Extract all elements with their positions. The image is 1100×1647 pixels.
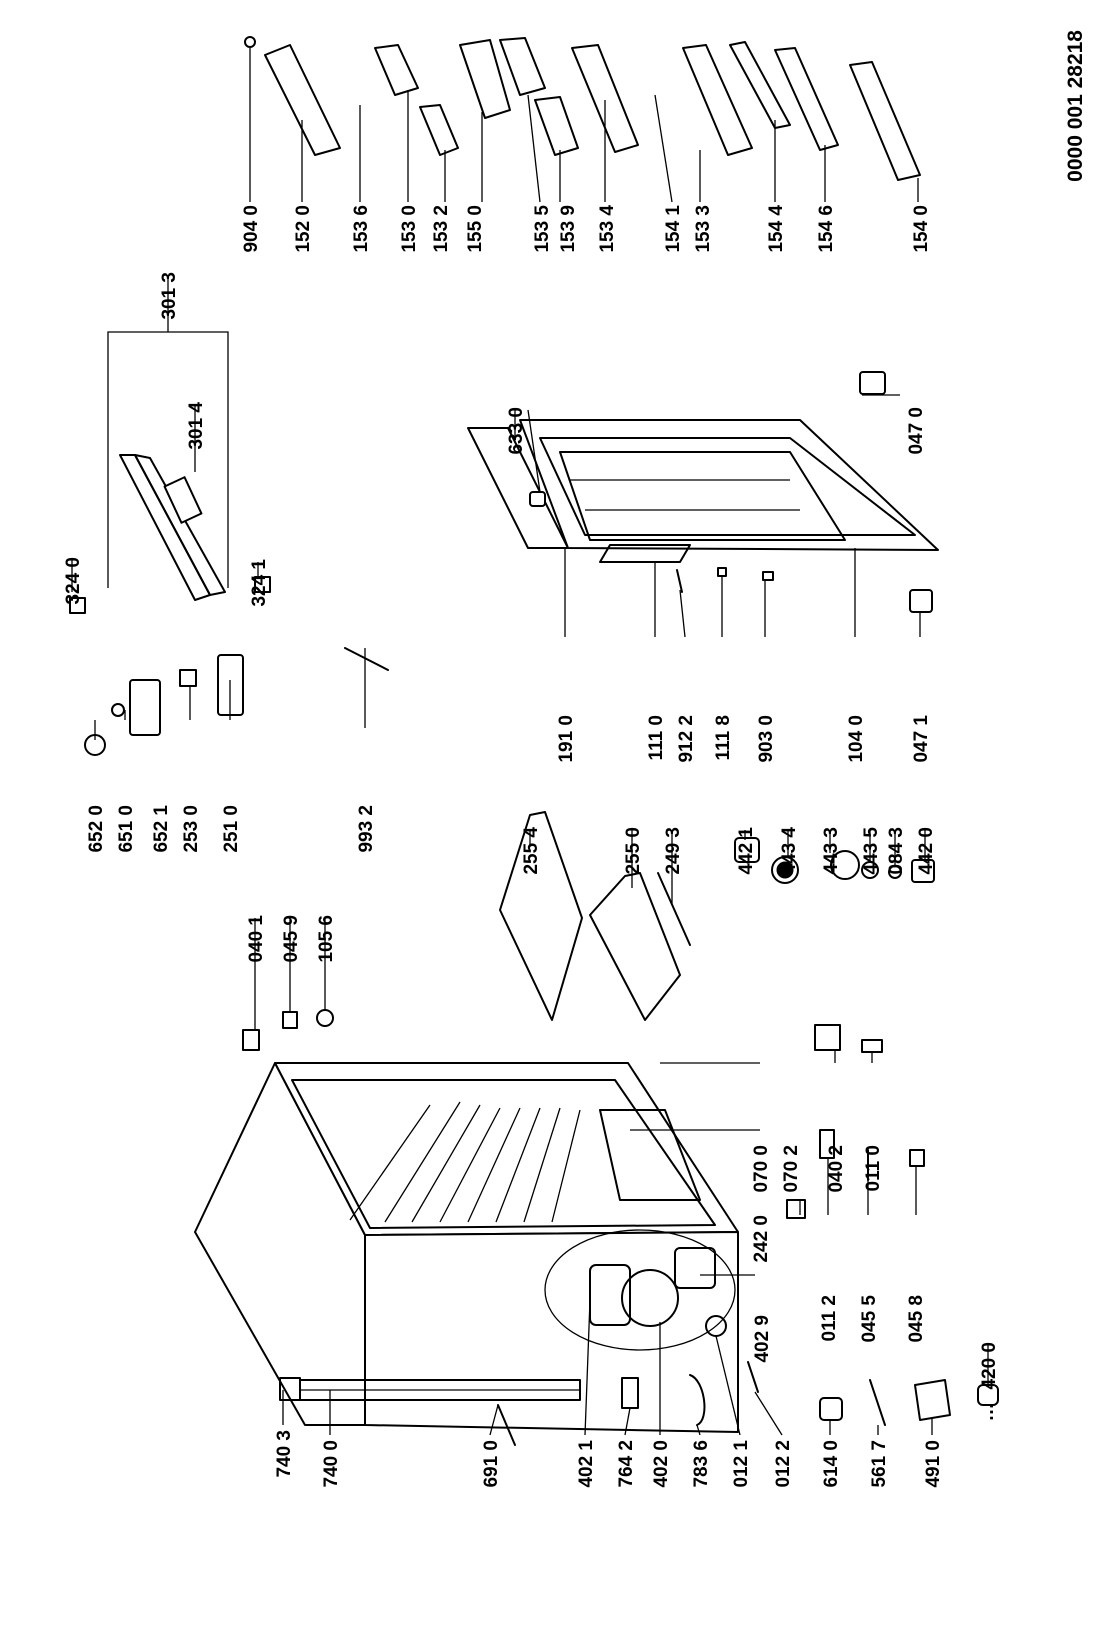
door-bins: [244, 36, 921, 181]
label-0401: 040 1: [246, 915, 267, 963]
leader-lines: [71, 48, 989, 1436]
label-1118: 111 8: [713, 715, 734, 760]
label-6520: 652 0: [86, 805, 107, 853]
label-1110: 111 0: [646, 715, 667, 760]
label-7642: 764 2: [616, 1440, 637, 1488]
label-0121: 012 1: [731, 1440, 752, 1488]
label-1536: 153 6: [351, 205, 372, 253]
label-0122: 012 2: [773, 1440, 794, 1488]
label-6910: 691 0: [481, 1440, 502, 1488]
label-6510: 651 0: [116, 805, 137, 853]
small-parts: [69, 371, 999, 1446]
label-4910: 491 0: [923, 1440, 944, 1488]
label-0843: 084 3: [886, 827, 907, 875]
label-1535: 153 5: [532, 205, 553, 253]
label-4433: 443 3: [821, 827, 842, 875]
label-1534: 153 4: [597, 205, 618, 253]
label-2420: 242 0: [751, 1215, 772, 1263]
label-1532: 153 2: [431, 205, 452, 253]
label-4434: 443 4: [779, 827, 800, 875]
label-1541: 154 1: [663, 205, 684, 253]
label-0470: 047 0: [906, 407, 927, 455]
label-2530: 253 0: [181, 805, 202, 853]
label-1530: 153 0: [399, 205, 420, 253]
label-7400: 740 0: [321, 1440, 342, 1488]
label-0402: 040 2: [826, 1145, 847, 1193]
label-1533: 153 3: [693, 205, 714, 253]
label-2550: 255 0: [623, 827, 644, 875]
label-0471: 047 1: [911, 715, 932, 763]
label-7403: 740 3: [274, 1430, 295, 1478]
label-0702: 070 2: [781, 1145, 802, 1193]
part-labels: 904 0 152 0 153 6 153 0 153 2 155 0 153 …: [63, 205, 1000, 1488]
label-1544: 154 4: [766, 205, 787, 253]
label-4020: 402 0: [651, 1440, 672, 1488]
label-0700: 070 0: [751, 1145, 772, 1193]
label-1040: 104 0: [846, 715, 867, 763]
label-9122: 912 2: [676, 715, 697, 763]
label-0455: 045 5: [859, 1295, 880, 1343]
label-4420: 442 0: [916, 827, 937, 875]
label-1546: 154 6: [816, 205, 837, 253]
label-4421: 442 1: [736, 827, 757, 875]
top-cover: [119, 454, 226, 601]
label-1520: 152 0: [293, 205, 314, 253]
label-0459: 045 9: [281, 915, 302, 963]
label-6521: 652 1: [151, 805, 172, 853]
label-0110: 011 0: [863, 1145, 884, 1192]
label-9030: 903 0: [756, 715, 777, 763]
label-3241: 324 1: [249, 559, 270, 607]
label-2554: 255 4: [521, 827, 542, 875]
label-4029: 402 9: [752, 1315, 773, 1363]
label-1910: 191 0: [556, 715, 577, 763]
label-7836: 783 6: [691, 1440, 712, 1488]
fridge-cabinet: [194, 1062, 739, 1433]
label-0112: 011 2: [819, 1295, 840, 1342]
label-4021: 402 1: [576, 1440, 597, 1488]
label-2510: 251 0: [221, 805, 242, 853]
label-4200: 420 0: [979, 1342, 1000, 1390]
label-3240: 324 0: [63, 557, 84, 605]
door: [467, 419, 939, 563]
label-6330: 633 0: [506, 407, 527, 455]
label-2493: 249 3: [663, 827, 684, 875]
glass-shelves: [499, 811, 691, 1021]
label-0458: 045 8: [906, 1295, 927, 1343]
label-1539: 153 9: [558, 205, 579, 253]
label-1056: 105 6: [316, 915, 337, 963]
label-1540: 154 0: [911, 205, 932, 253]
label-9932: 993 2: [356, 805, 377, 853]
label-3014: 301 4: [186, 402, 207, 450]
label-6140: 614 0: [821, 1440, 842, 1488]
label-9040: 904 0: [241, 205, 262, 253]
label-4435: 443 5: [861, 827, 882, 875]
label-1550: 155 0: [465, 205, 486, 253]
label-5617: 561 7: [869, 1440, 890, 1488]
ellipsis-mark: …: [977, 1403, 998, 1422]
document-number: 0000 001 28218: [1064, 30, 1087, 182]
label-3013: 301 3: [159, 272, 180, 320]
